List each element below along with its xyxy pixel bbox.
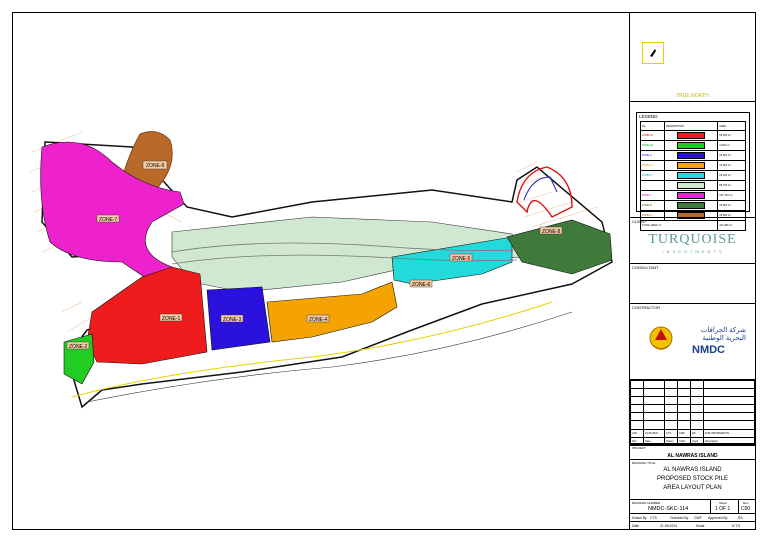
zone-8-label: ZONE-8 [542, 229, 561, 235]
title-block: TRUE NORTH LEGEND No. DESCRIPTION AREA Z… [629, 12, 756, 530]
approved-by-label: Approved By [708, 516, 728, 520]
zone-1-area [86, 266, 208, 365]
scale-value: N.T.S [732, 524, 741, 528]
drawing-frame [12, 12, 756, 530]
zone-1-label: ZONE-1 [162, 316, 181, 322]
zone-8-area [506, 219, 613, 275]
zone-7-label: ZONE-7 [99, 217, 118, 223]
sheet-value: 1 OF 1 [715, 506, 731, 512]
rev-value: C00 [741, 506, 751, 512]
north-section: TRUE NORTH [630, 12, 755, 102]
client-label: CLIENT [632, 219, 647, 224]
date-value: 21.05.2024 [660, 524, 677, 528]
client-logo-name: TURQUOISE [648, 232, 737, 247]
client-section: CLIENT TURQUOISE I N V E S T M E N T S [630, 217, 755, 264]
project-name: AL NAWRAS ISLAND [667, 453, 718, 459]
scale-label: Scale [696, 524, 705, 528]
checked-by-value: CWF [694, 516, 702, 520]
north-arrow-box [642, 42, 664, 64]
legend-header-no: No. [640, 121, 665, 131]
contractor-label: CONTRACTOR [632, 305, 661, 310]
drawing-number-label: DRAWING NUMBER [632, 501, 661, 505]
drawn-by-value: CTS [650, 516, 657, 520]
contractor-logo-text: NMDC [692, 344, 725, 356]
approved-by-value: RS [738, 516, 743, 520]
drawing-number-section: DRAWING NUMBER NMDC-SKC-114 Sheet 1 OF 1… [630, 500, 755, 514]
north-arrow-icon [650, 49, 656, 57]
zone-5-label: ZONE-5 [452, 256, 471, 262]
zone-3-label: ZONE-3 [223, 317, 242, 323]
zone-2-area [63, 333, 95, 385]
zone-6-label: ZONE-6 [412, 282, 431, 288]
drawing-title-line2: PROPOSED STOCK PILE [657, 476, 728, 482]
project-label: PROJECT [632, 446, 647, 450]
legend-row: 68,750 m² [640, 180, 746, 191]
drawing-title-line1: AL NAWRAS ISLAND [663, 467, 722, 473]
rev-label: Rev [743, 501, 749, 505]
legend-header-description: DESCRIPTION [663, 121, 719, 131]
zone-4-label: ZONE-4 [309, 317, 328, 323]
drawing-title-section: DRAWING TITLE AL NAWRAS ISLAND PROPOSED … [630, 460, 755, 500]
drawing-title-line3: AREA LAYOUT PLAN [663, 485, 722, 491]
zone-4-area [266, 281, 398, 343]
zone-2-label: ZONE-2 [69, 344, 88, 350]
drawn-by-label: Drawn By [632, 516, 647, 520]
checked-by-label: Checked By [670, 516, 689, 520]
project-section: PROJECT AL NAWRAS ISLAND [630, 444, 755, 460]
contractor-section: CONTRACTOR شركة الجرافات البحرية الوطنية… [630, 304, 755, 380]
consultant-section: CONSULTANT [630, 264, 755, 304]
site-plan-map: ZONE-9 ZONE-7 ZONE-8 ZONE-5 ZONE-6 ZONE-… [29, 131, 613, 409]
nmdc-emblem-icon [649, 326, 673, 350]
north-label: TRUE NORTH [676, 93, 709, 99]
sheet-label: Sheet [719, 501, 727, 505]
contractor-arabic-line2: البحرية الوطنية [702, 335, 746, 342]
drawn-checked-row: Drawn By CTS Checked By CWF Approved By … [630, 514, 755, 522]
legend-header-area: AREA [717, 121, 746, 131]
date-label: Date [632, 524, 640, 528]
zone-9-label: ZONE-9 [146, 163, 165, 169]
drawing-title-label: DRAWING TITLE [632, 461, 656, 465]
drawing-number-value: NMDC-SKC-114 [648, 506, 689, 512]
date-scale-row: Date 21.05.2024 Scale N.T.S [630, 522, 755, 530]
client-logo-tagline: I N V E S T M E N T S [662, 249, 723, 254]
contractor-arabic-line1: شركة الجرافات [700, 327, 746, 334]
legend-title: LEGEND [639, 114, 658, 119]
consultant-label: CONSULTANT [632, 265, 659, 270]
